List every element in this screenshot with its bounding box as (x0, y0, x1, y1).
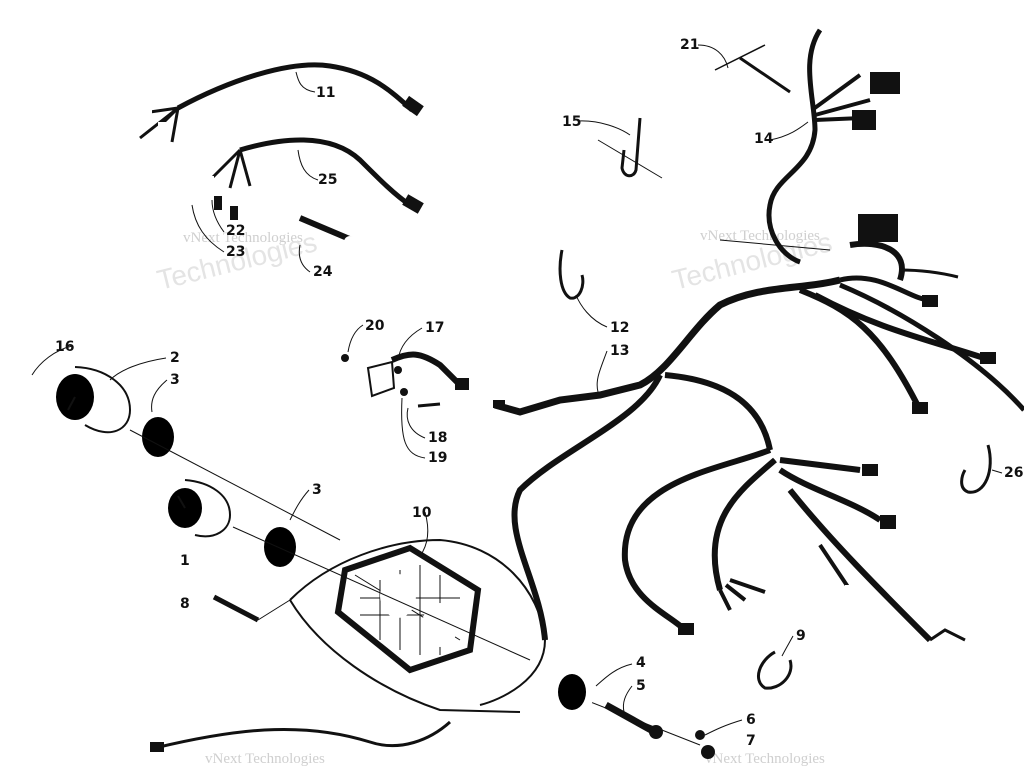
harness-25 (184, 137, 424, 248)
callout-25: 25 (318, 172, 337, 188)
callout-9: 9 (796, 628, 806, 644)
callout-1: 1 (180, 553, 190, 569)
callout-5: 5 (636, 678, 646, 694)
callout-17: 17 (425, 320, 444, 336)
bracket-17 (341, 351, 469, 408)
bolt-5 (604, 701, 663, 739)
callout-20: 20 (365, 318, 385, 334)
callout-8: 8 (180, 596, 190, 612)
wire-bottom-left (150, 720, 452, 752)
ring-3-upper (134, 409, 182, 465)
clip-26 (960, 444, 992, 494)
callout-19: 19 (428, 450, 447, 466)
callout-12: 12 (610, 320, 629, 336)
hook-15 (597, 117, 663, 179)
callout-23: 23 (226, 244, 245, 260)
dash-panel-10 (289, 538, 547, 713)
callout-4: 4 (636, 655, 646, 671)
gauge-1 (161, 479, 232, 538)
fastener-6-7 (695, 730, 715, 759)
leader-lines (31, 44, 1003, 736)
rod-8 (212, 594, 260, 623)
callout-labels: 1 2 3 3 4 5 6 7 8 9 10 11 12 13 14 15 16… (55, 37, 1023, 749)
guide-lines (129, 239, 831, 746)
callout-2: 2 (170, 350, 180, 366)
callout-10: 10 (412, 505, 432, 521)
watermark-bottom-left: vNext Technologies (205, 751, 325, 767)
ring-3-lower (256, 519, 304, 575)
callout-24: 24 (313, 264, 333, 280)
callout-14: 14 (754, 131, 774, 147)
callout-13: 13 (610, 343, 629, 359)
callout-15: 15 (562, 114, 581, 130)
gauge-2 (18, 366, 132, 434)
watermark-top-left: vNext Technologies (183, 230, 303, 246)
callout-3a: 3 (170, 372, 180, 388)
watermark-bottom-right: vNext Technologies (705, 751, 825, 767)
ring-4 (550, 666, 594, 718)
loop-12 (558, 249, 585, 300)
watermark-top-right: vNext Technologies (700, 228, 820, 244)
clip-9 (757, 650, 793, 690)
callout-21: 21 (680, 37, 699, 53)
callout-7: 7 (746, 733, 756, 749)
callout-6: 6 (746, 712, 756, 728)
callout-26: 26 (1004, 465, 1023, 481)
main-harness-13 (493, 214, 1024, 643)
callout-16: 16 (55, 339, 74, 355)
callout-22: 22 (226, 223, 245, 239)
callout-3b: 3 (312, 482, 322, 498)
callout-11: 11 (316, 85, 335, 101)
callout-18: 18 (428, 430, 447, 446)
harness-11 (130, 62, 424, 147)
harness-14 (714, 14, 900, 265)
